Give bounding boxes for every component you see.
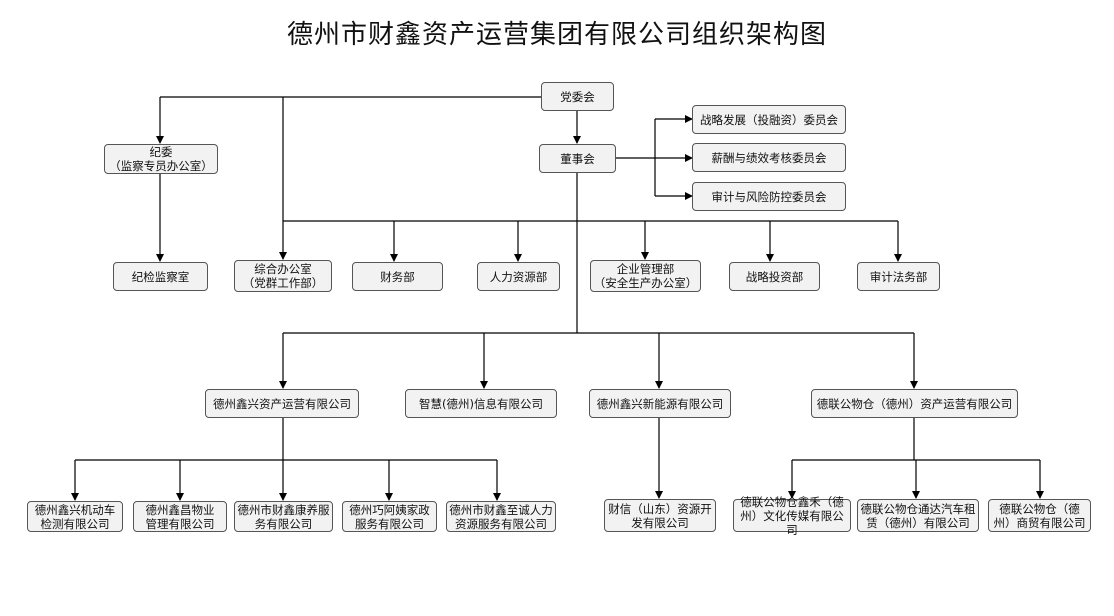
node-audit-legal-dept: 审计法务部 [857,262,940,291]
node-delian-asset-company: 德联公物仓（德州）资产运营有限公司 [811,389,1018,418]
node-board: 董事会 [539,144,616,173]
node-trade-company: 德联公物仓（德 州）商贸有限公司 [988,499,1091,532]
node-strategy-committee: 战略发展（投融资）委员会 [692,105,846,134]
node-hr-dept: 人力资源部 [477,262,560,291]
node-finance-dept: 财务部 [352,262,443,291]
node-hr-service-company: 德州市财鑫至诚人力 资源服务有限公司 [446,501,556,532]
node-discipline-office: 纪检监察室 [113,262,208,291]
node-audit-risk-committee: 审计与风险防控委员会 [692,182,846,211]
node-enterprise-mgmt-dept: 企业管理部 （安全生产办公室） [590,260,701,292]
node-kangyang-company: 德州市财鑫康养服 务有限公司 [234,501,333,532]
node-strategic-investment-dept: 战略投资部 [729,262,820,291]
node-car-rental-company: 德联公物仓通达汽车租 赁（德州）有限公司 [857,499,979,532]
node-property-company: 德州鑫昌物业 管理有限公司 [133,501,227,532]
node-motor-testing-company: 德州鑫兴机动车 检测有限公司 [27,501,123,532]
node-compensation-committee: 薪酬与绩效考核委员会 [692,143,846,172]
node-party-committee: 党委会 [541,82,614,111]
node-xinxing-asset-company: 德州鑫兴资产运营有限公司 [205,389,359,418]
node-xinhe-culture-company: 德联公物仓鑫禾（德 州）文化传媒有限公司 [733,495,851,537]
node-caixin-shandong-company: 财信（山东）资源开 发有限公司 [604,499,716,532]
page-title: 德州市财鑫资产运营集团有限公司组织架构图 [286,20,827,50]
node-housekeeping-company: 德州巧阿姨家政 服务有限公司 [342,501,437,532]
node-xinxing-energy-company: 德州鑫兴新能源有限公司 [589,389,731,418]
node-discipline-commission: 纪委 （监察专员办公室） [104,144,218,174]
node-general-office: 综合办公室 （党群工作部） [234,260,332,292]
node-zhihui-info-company: 智慧(德州)信息有限公司 [405,389,557,418]
